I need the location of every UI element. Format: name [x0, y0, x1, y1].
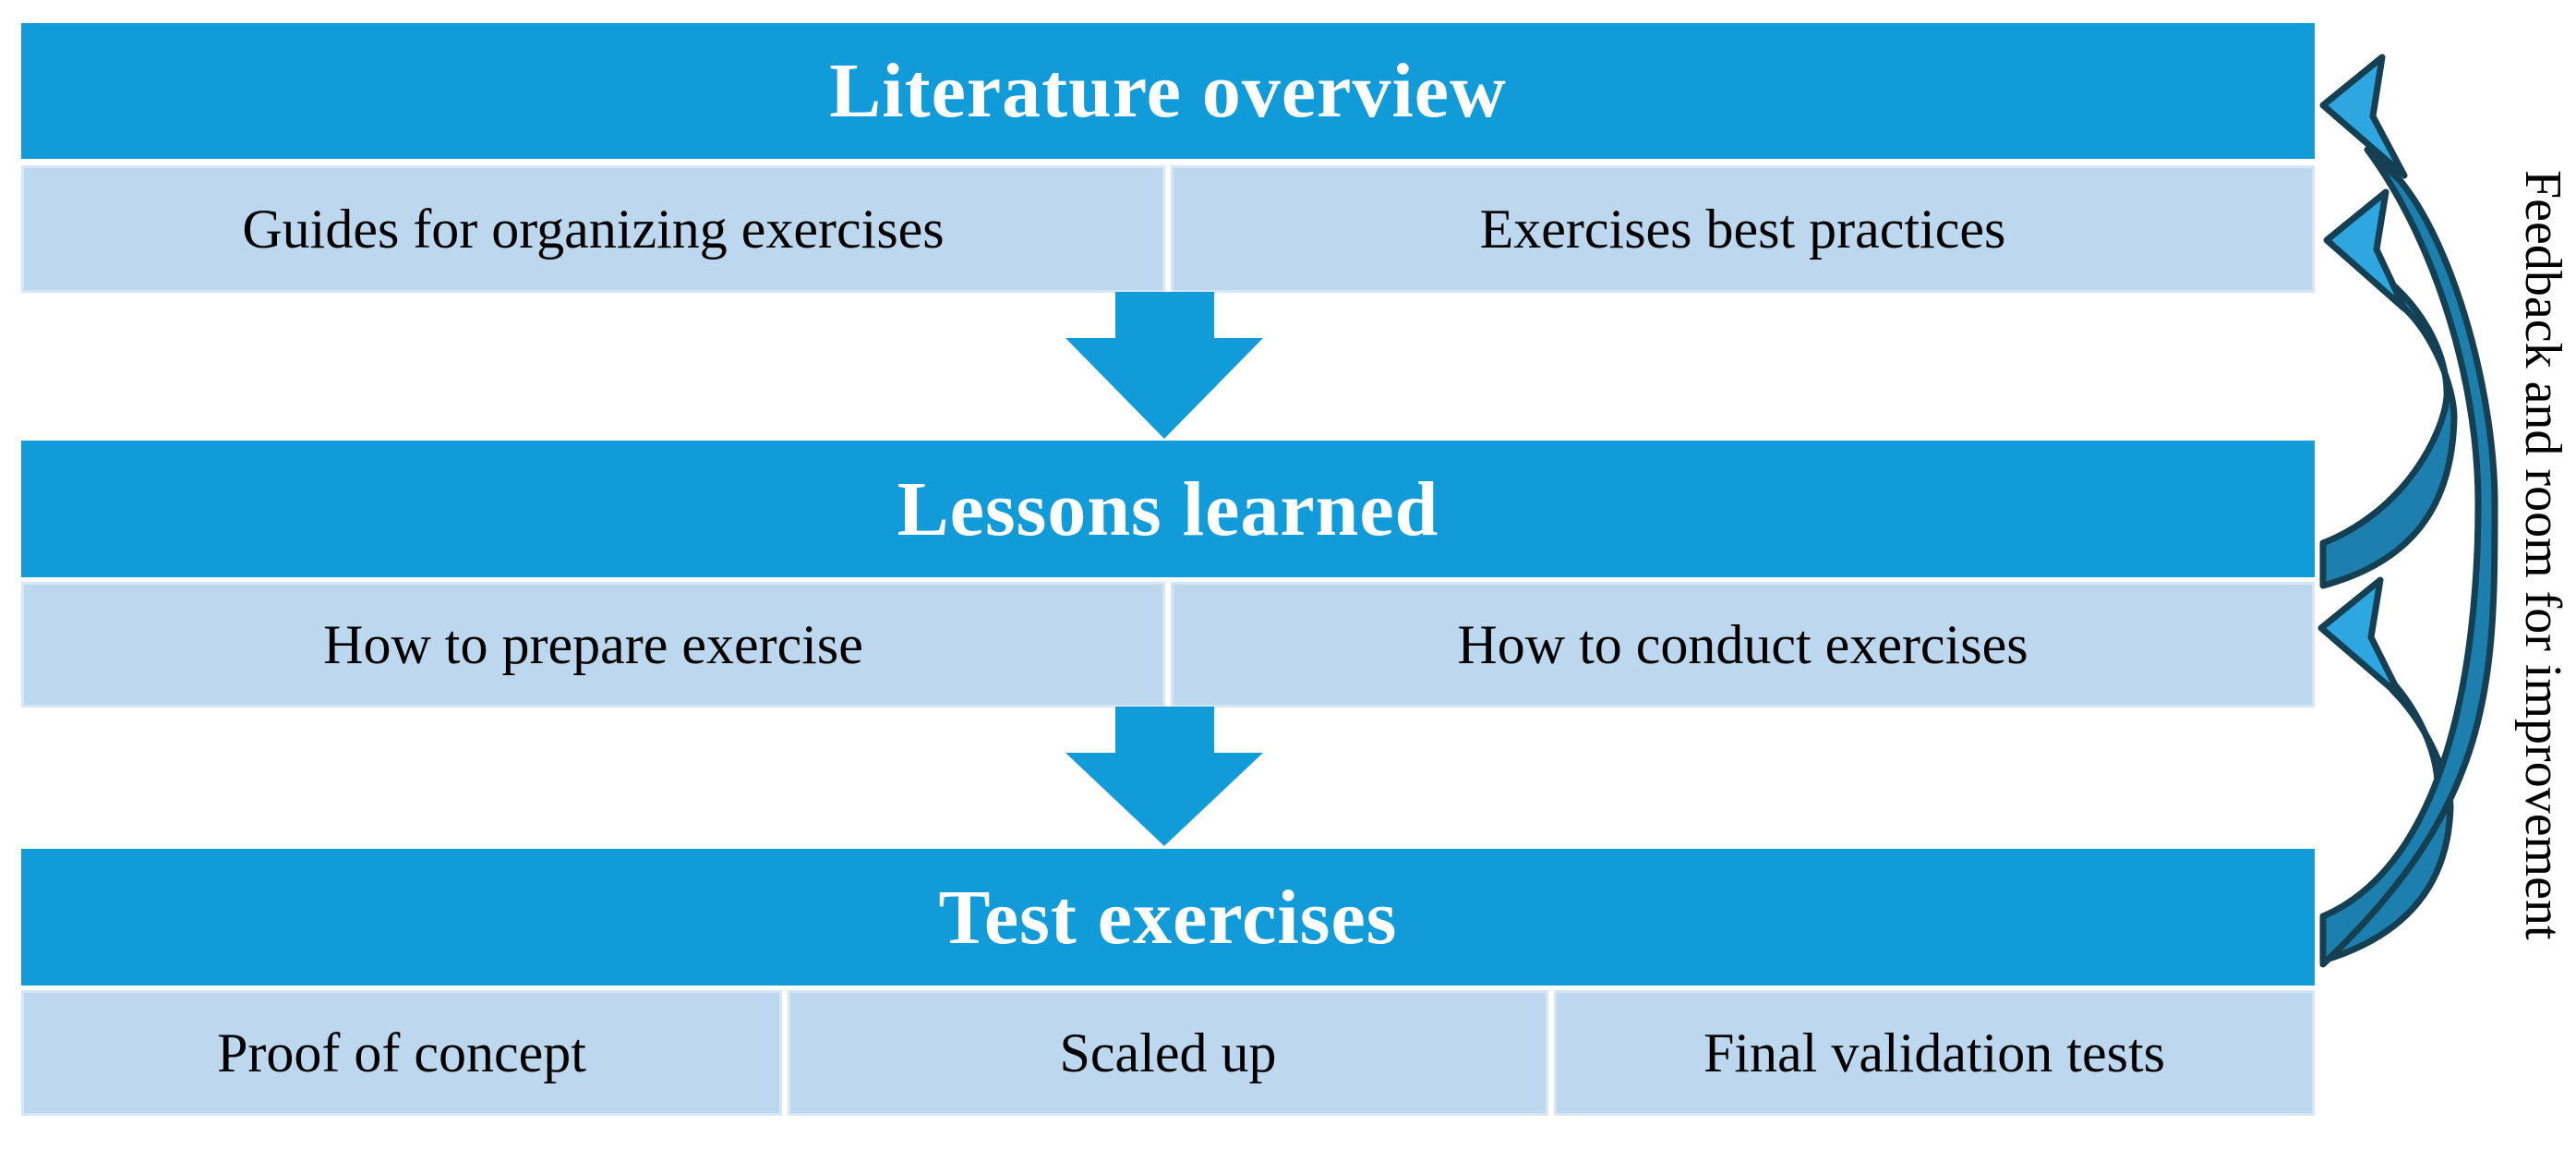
side-label-feedback-improvement: Feedback and room for improvement — [2514, 170, 2571, 940]
cell-label: How to prepare exercise — [323, 613, 863, 675]
cell-how-to-prepare-exercise: How to prepare exercise — [21, 582, 1165, 708]
cell-proof-of-concept: Proof of concept — [21, 990, 782, 1116]
section-title: Literature overview — [829, 48, 1507, 134]
curved-arrow-head-icon — [2323, 188, 2408, 312]
cell-label: Scaled up — [1059, 1022, 1277, 1083]
section-title: Lessons learned — [897, 466, 1439, 552]
cell-label: Final validation tests — [1703, 1022, 2165, 1083]
section-title: Test exercises — [938, 874, 1398, 961]
section-header-literature-overview: Literature overview — [21, 23, 2315, 159]
section-header-lessons-learned: Lessons learned — [21, 441, 2315, 577]
curved-arrow-head-icon — [2317, 576, 2404, 700]
cell-guides-for-organizing-exercises: Guides for organizing exercises — [21, 165, 1165, 293]
curved-arrow-head-icon — [2319, 54, 2408, 179]
cell-label: Proof of concept — [217, 1022, 586, 1083]
cell-label: How to conduct exercises — [1457, 613, 2028, 675]
row-literature-overview: Guides for organizing exercises Exercise… — [21, 165, 2315, 293]
row-test-exercises: Proof of concept Scaled up Final validat… — [21, 990, 2315, 1116]
section-header-test-exercises: Test exercises — [21, 849, 2315, 986]
curved-arrow-band — [2319, 652, 2454, 964]
curved-arrow-band — [2319, 146, 2498, 968]
feedback-arrow-lessons-to-literature-row — [2319, 188, 2458, 589]
row-lessons-learned: How to prepare exercise How to conduct e… — [21, 582, 2315, 708]
cell-exercises-best-practices: Exercises best practices — [1171, 165, 2315, 293]
cell-final-validation-tests: Final validation tests — [1554, 990, 2315, 1116]
curved-arrow-band — [2319, 264, 2458, 589]
feedback-arrow-test-to-literature — [2319, 54, 2498, 968]
down-arrow-icon — [1065, 707, 1263, 846]
cell-scaled-up: Scaled up — [788, 990, 1548, 1116]
down-arrow-icon — [1065, 292, 1263, 439]
cell-how-to-conduct-exercises: How to conduct exercises — [1171, 582, 2315, 708]
cell-label: Exercises best practices — [1479, 198, 2006, 260]
cell-label: Guides for organizing exercises — [242, 198, 945, 260]
feedback-arrow-test-to-lessons-row — [2317, 576, 2454, 964]
